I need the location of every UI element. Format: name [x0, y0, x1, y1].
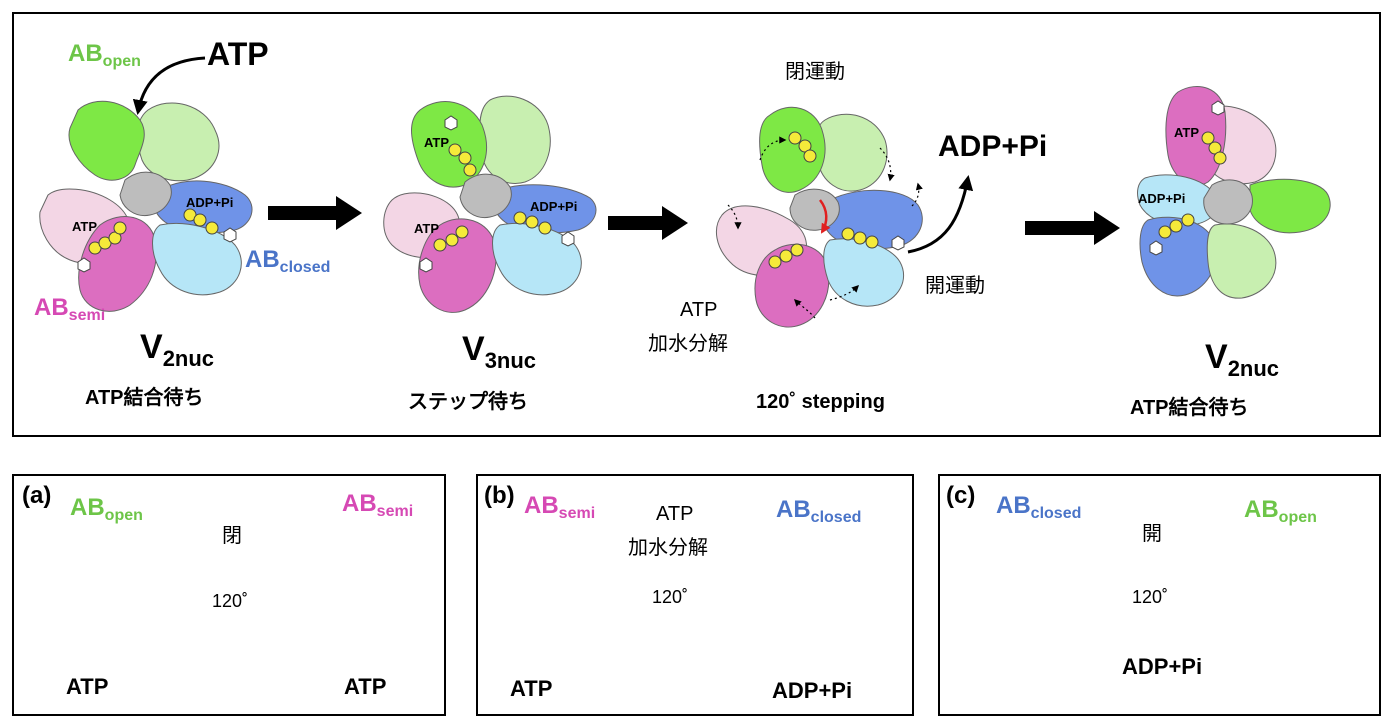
complex-stage4	[1137, 86, 1331, 299]
subpanel-a	[12, 474, 446, 716]
c-angle: 120˚	[1132, 587, 1169, 607]
c-action: 開	[1142, 523, 1162, 545]
tag-b: (b)	[484, 482, 515, 509]
atp-site-label-2a: ATP	[424, 135, 450, 150]
b-left-caption: ATP	[510, 676, 553, 701]
atp-site-label-2b: ATP	[414, 221, 440, 236]
state-v2nuc-2: V2nuc	[1205, 338, 1280, 381]
atp-binding-arrow	[132, 56, 206, 115]
c-release: ADP+Pi	[1122, 654, 1203, 679]
rotation-arrow	[818, 199, 831, 234]
c-from-label: ABclosed	[996, 492, 1082, 522]
b-right-caption: ADP+Pi	[772, 678, 853, 703]
label-ab-closed: ABclosed	[245, 246, 331, 276]
tag-a: (a)	[22, 482, 52, 509]
hydrolysis-label-1: ATP	[680, 299, 718, 321]
caption-stage2: ステップ待ち	[408, 391, 528, 413]
state-v2nuc-1: V2nuc	[140, 328, 215, 371]
b-action-1: ATP	[656, 503, 694, 525]
label-ab-open: ABopen	[68, 40, 141, 70]
label-ab-semi: ABsemi	[34, 294, 106, 324]
b-angle: 120˚	[652, 587, 689, 607]
adp-site-label: ADP+Pi	[186, 195, 234, 210]
a-to-label: ABsemi	[342, 490, 414, 520]
adp-site-label-4: ADP+Pi	[1138, 191, 1186, 206]
a-from-label: ABopen	[70, 494, 143, 524]
close-motion-label: 閉運動	[785, 61, 845, 83]
complex-stage3	[715, 106, 923, 328]
hydrolysis-label-2: 加水分解	[648, 333, 728, 355]
caption-stage1: ATP結合待ち	[85, 387, 204, 409]
b-action-2: 加水分解	[628, 537, 708, 559]
open-motion-label: 開運動	[925, 275, 985, 297]
a-right-caption: ATP	[344, 674, 387, 699]
atp-site-label-4: ATP	[1174, 125, 1200, 140]
nucleotide-stage2	[419, 115, 575, 273]
adp-site-label-2: ADP+Pi	[530, 199, 578, 214]
stage-arrows	[268, 196, 1120, 245]
atp-label: ATP	[207, 36, 269, 72]
release-arrow-stage3	[907, 175, 974, 254]
state-v3nuc: V3nuc	[462, 330, 537, 373]
adp-pi-release-label: ADP+Pi	[938, 130, 1048, 163]
motion-arrows-stage3	[727, 136, 923, 319]
caption-stage4: ATP結合待ち	[1130, 397, 1249, 419]
nucleotide-stage3	[768, 131, 905, 269]
subpanel-b	[476, 474, 914, 716]
a-angle: 120˚	[212, 591, 249, 611]
atp-site-label: ATP	[72, 219, 98, 234]
a-left-caption: ATP	[66, 674, 109, 699]
subpanel-c	[938, 474, 1381, 716]
b-from-label: ABsemi	[524, 492, 596, 522]
nucleotide-stage1	[77, 208, 237, 273]
b-to-label: ABclosed	[776, 496, 862, 526]
tag-c: (c)	[946, 482, 976, 509]
nucleotide-stage4	[1149, 100, 1227, 256]
a-action: 閉	[222, 525, 242, 547]
caption-stage3: 120˚ stepping	[756, 391, 885, 413]
c-to-label: ABopen	[1244, 496, 1317, 526]
